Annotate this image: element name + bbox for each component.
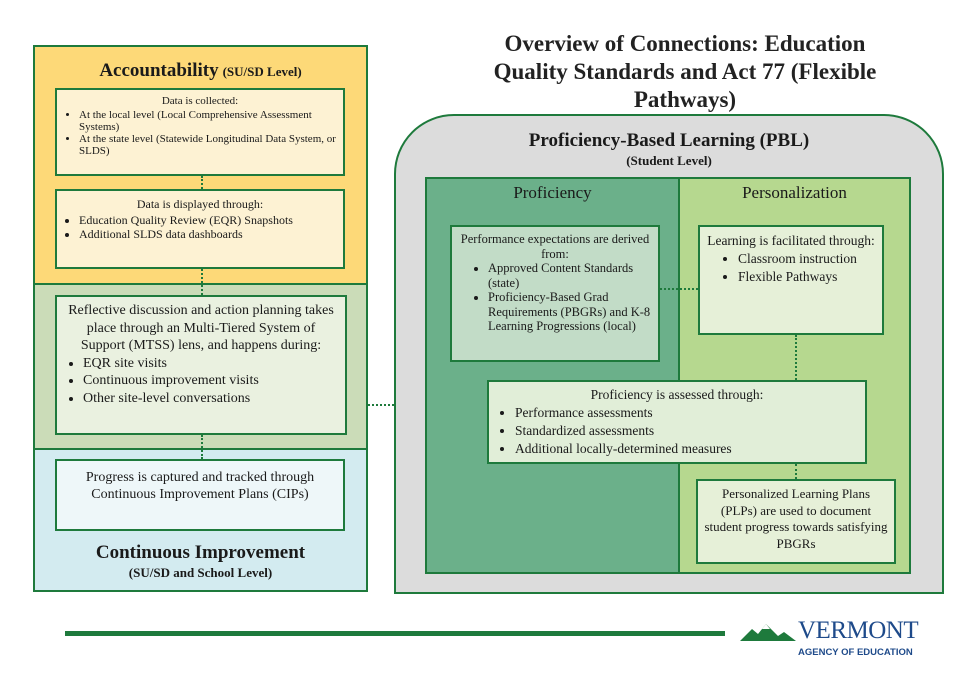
- connector-dots: [368, 404, 394, 406]
- plp-text: Personalized Learning Plans (PLPs) are u…: [704, 486, 888, 551]
- accountability-title: Accountability: [99, 60, 219, 81]
- personalization-label: Personalization: [742, 183, 847, 202]
- expectations-title: Performance expectations are derived fro…: [460, 232, 650, 261]
- learning-title: Learning is facilitated through:: [707, 233, 875, 248]
- title-line-3: Pathways): [633, 87, 737, 112]
- footer-rule: [65, 631, 725, 636]
- mountain-icon: [740, 624, 796, 641]
- progress-box: Progress is captured and tracked through…: [55, 459, 345, 531]
- connector-dots: [201, 269, 203, 295]
- assessed-title: Proficiency is assessed through:: [590, 387, 764, 402]
- accountability-level: (SU/SD Level): [222, 64, 302, 79]
- list-item: Education Quality Review (EQR) Snapshots: [79, 213, 337, 227]
- list-item: Standardized assessments: [515, 422, 857, 440]
- plp-box: Personalized Learning Plans (PLPs) are u…: [696, 479, 896, 564]
- list-item: At the state level (Statewide Longitudin…: [79, 133, 337, 157]
- list-item: EQR site visits: [83, 355, 337, 373]
- data-displayed-title: Data is displayed through:: [136, 197, 264, 211]
- title-line-1: Overview of Connections: Education: [504, 31, 866, 56]
- connector-dots: [660, 288, 698, 290]
- logo-name: VERMONT: [798, 617, 919, 644]
- list-item: Additional locally-determined measures: [515, 440, 857, 458]
- logo-subtitle: AGENCY OF EDUCATION: [798, 647, 913, 658]
- list-item: Classroom instruction: [738, 250, 876, 268]
- title-line-2: Quality Standards and Act 77 (Flexible: [493, 59, 877, 84]
- list-item: Performance assessments: [515, 404, 857, 422]
- vermont-logo: VERMONT AGENCY OF EDUCATION: [738, 617, 919, 665]
- page-title: Overview of Connections: Education Quali…: [440, 30, 930, 114]
- continuous-title: Continuous Improvement: [95, 542, 306, 563]
- continuous-heading: Continuous Improvement (SU/SD and School…: [35, 542, 366, 582]
- proficiency-assessed-box: Proficiency is assessed through: Perform…: [487, 380, 867, 464]
- list-item: Proficiency-Based Grad Requirements (PBG…: [488, 290, 652, 334]
- connector-dots: [795, 335, 797, 380]
- reflective-text: Reflective discussion and action plannin…: [68, 303, 334, 353]
- data-displayed-box: Data is displayed through: Education Qua…: [55, 189, 345, 269]
- proficiency-label: Proficiency: [513, 183, 592, 202]
- connector-dots: [201, 435, 203, 459]
- list-item: Continuous improvement visits: [83, 372, 337, 390]
- continuous-level: (SU/SD and School Level): [128, 565, 273, 580]
- performance-expectations-box: Performance expectations are derived fro…: [450, 225, 660, 362]
- pbl-title: Proficiency-Based Learning (PBL): [528, 130, 810, 151]
- data-collected-box: Data is collected: At the local level (L…: [55, 88, 345, 176]
- pbl-level: (Student Level): [626, 153, 712, 168]
- accountability-heading: Accountability (SU/SD Level): [35, 60, 366, 82]
- learning-facilitated-box: Learning is facilitated through: Classro…: [698, 225, 884, 335]
- pbl-heading: Proficiency-Based Learning (PBL) (Studen…: [394, 130, 944, 170]
- connector-dots: [201, 176, 203, 189]
- progress-text: Progress is captured and tracked through…: [85, 470, 315, 502]
- data-collected-title: Data is collected:: [161, 95, 239, 107]
- list-item: Additional SLDS data dashboards: [79, 227, 337, 241]
- reflective-discussion-box: Reflective discussion and action plannin…: [55, 295, 347, 435]
- list-item: Approved Content Standards (state): [488, 261, 652, 290]
- list-item: Flexible Pathways: [738, 268, 876, 286]
- list-item: Other site-level conversations: [83, 390, 337, 408]
- connector-dots: [795, 464, 797, 479]
- list-item: At the local level (Local Comprehensive …: [79, 109, 337, 133]
